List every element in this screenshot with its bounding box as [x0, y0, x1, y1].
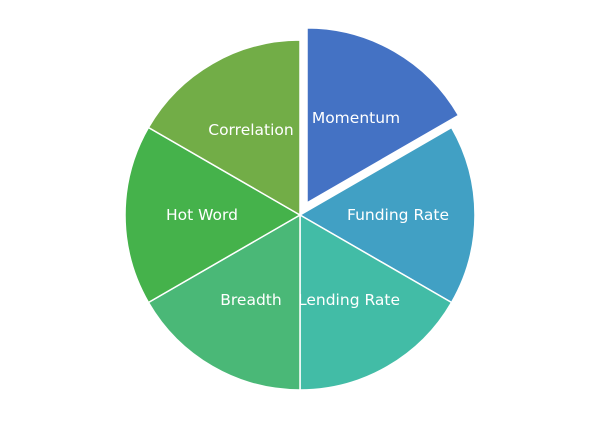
pie-slice-funding-rate	[299, 126, 476, 304]
pie-label-breadth: Breadth	[220, 291, 281, 309]
pie-slice-momentum	[306, 27, 460, 204]
pie-slice-correlation	[147, 39, 301, 216]
pie-slice-hot-word	[124, 126, 301, 304]
pie-label-funding-rate: Funding Rate	[347, 206, 449, 224]
pie-slice-lending-rate	[299, 214, 453, 391]
pie-label-correlation: Correlation	[208, 121, 293, 139]
pie-label-hot-word: Hot Word	[166, 206, 238, 224]
pie-slice-breadth	[147, 214, 301, 391]
pie-label-momentum: Momentum	[312, 109, 400, 127]
pie-label-lending-rate: Lending Rate	[298, 291, 400, 309]
